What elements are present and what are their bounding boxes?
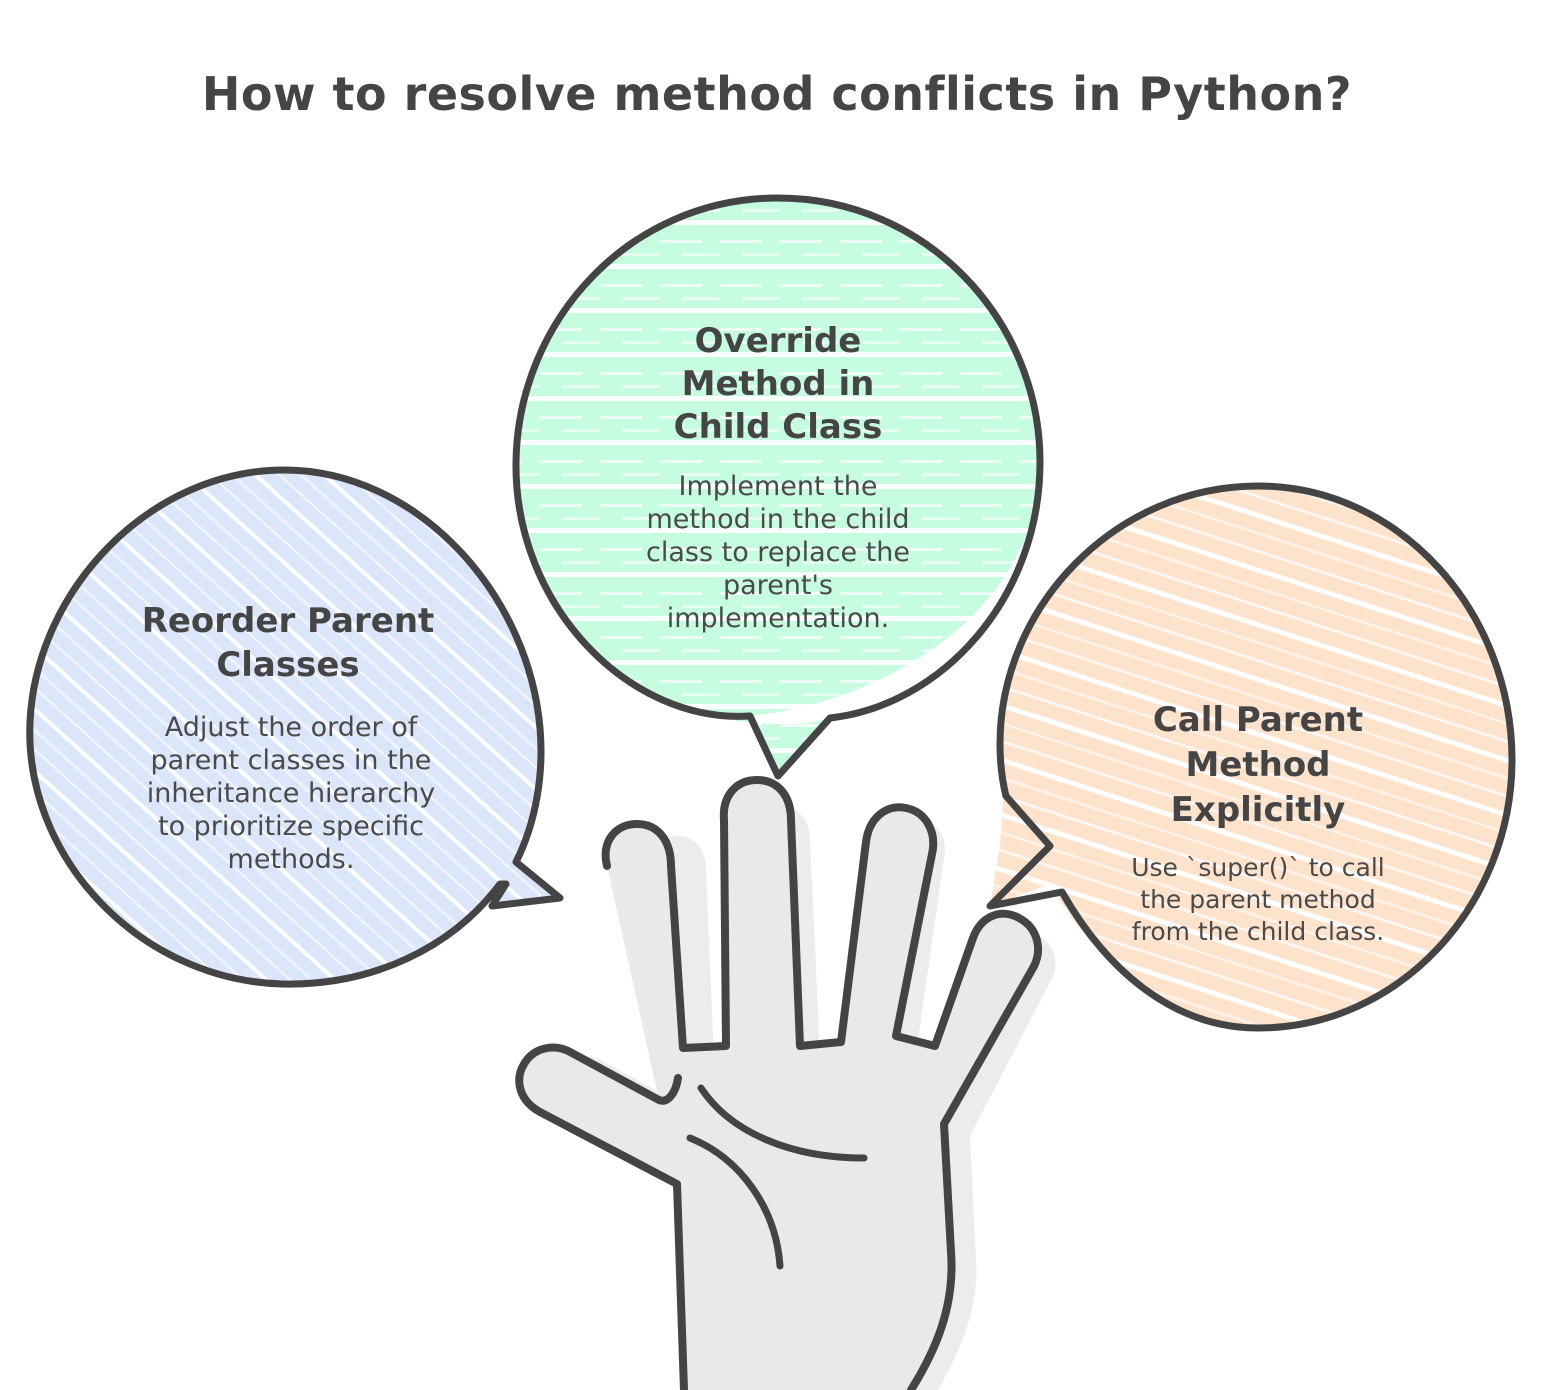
hand-fill: [519, 780, 1039, 1390]
bubble-heading-line-3: Explicitly: [1171, 790, 1346, 830]
bubble-call-parent-method-explicitly[interactable]: Call Parent Method Explicitly Use `super…: [975, 470, 1554, 1050]
palm-crease-upper: [697, 1084, 868, 1162]
bubble-body-line-1: Adjust the order of: [165, 712, 419, 743]
bubble-body-line-5: implementation.: [667, 603, 890, 634]
bubble-heading-line-1: Reorder Parent: [142, 601, 435, 641]
hand-outline: [515, 776, 1043, 1390]
bubble-body-line-2: the parent method: [1140, 885, 1375, 914]
palm-crease-lower: [686, 1134, 784, 1270]
bubble-heading-line-1: Call Parent: [1153, 700, 1363, 740]
bubble-body-line-2: method in the child: [646, 504, 909, 535]
bubble-outline-orange: [986, 482, 1516, 1032]
bubble-reorder-parent-classes[interactable]: Reorder Parent Classes Adjust the order …: [10, 450, 580, 1010]
bubble-outline-blue: [26, 466, 564, 988]
open-hand-illustration: [515, 776, 1056, 1390]
bubble-override-method-in-child-class[interactable]: Override Method in Child Class Implement…: [495, 180, 1065, 790]
bubble-body-line-3: class to replace the: [646, 537, 910, 568]
page-title: How to resolve method conflicts in Pytho…: [202, 67, 1352, 121]
bubble-body-line-2: parent classes in the: [151, 745, 432, 776]
bubble-heading-line-2: Method: [1185, 745, 1330, 785]
bubble-body-line-1: Implement the: [678, 471, 877, 502]
bubble-heading-line-1: Override: [695, 321, 862, 361]
bubble-body-line-5: methods.: [228, 844, 355, 875]
bubble-body-line-3: from the child class.: [1132, 917, 1384, 946]
bubble-body-line-4: to prioritize specific: [158, 811, 424, 842]
bubble-body-line-3: inheritance hierarchy: [147, 778, 436, 809]
bubble-outline-green: [512, 194, 1044, 780]
bubble-body-line-4: parent's: [723, 570, 833, 601]
bubble-heading-line-3: Child Class: [674, 407, 883, 447]
bubble-heading-line-2: Classes: [216, 645, 359, 685]
bubble-body-line-1: Use `super()` to call: [1131, 853, 1385, 882]
bubble-heading-line-2: Method in: [682, 364, 875, 404]
